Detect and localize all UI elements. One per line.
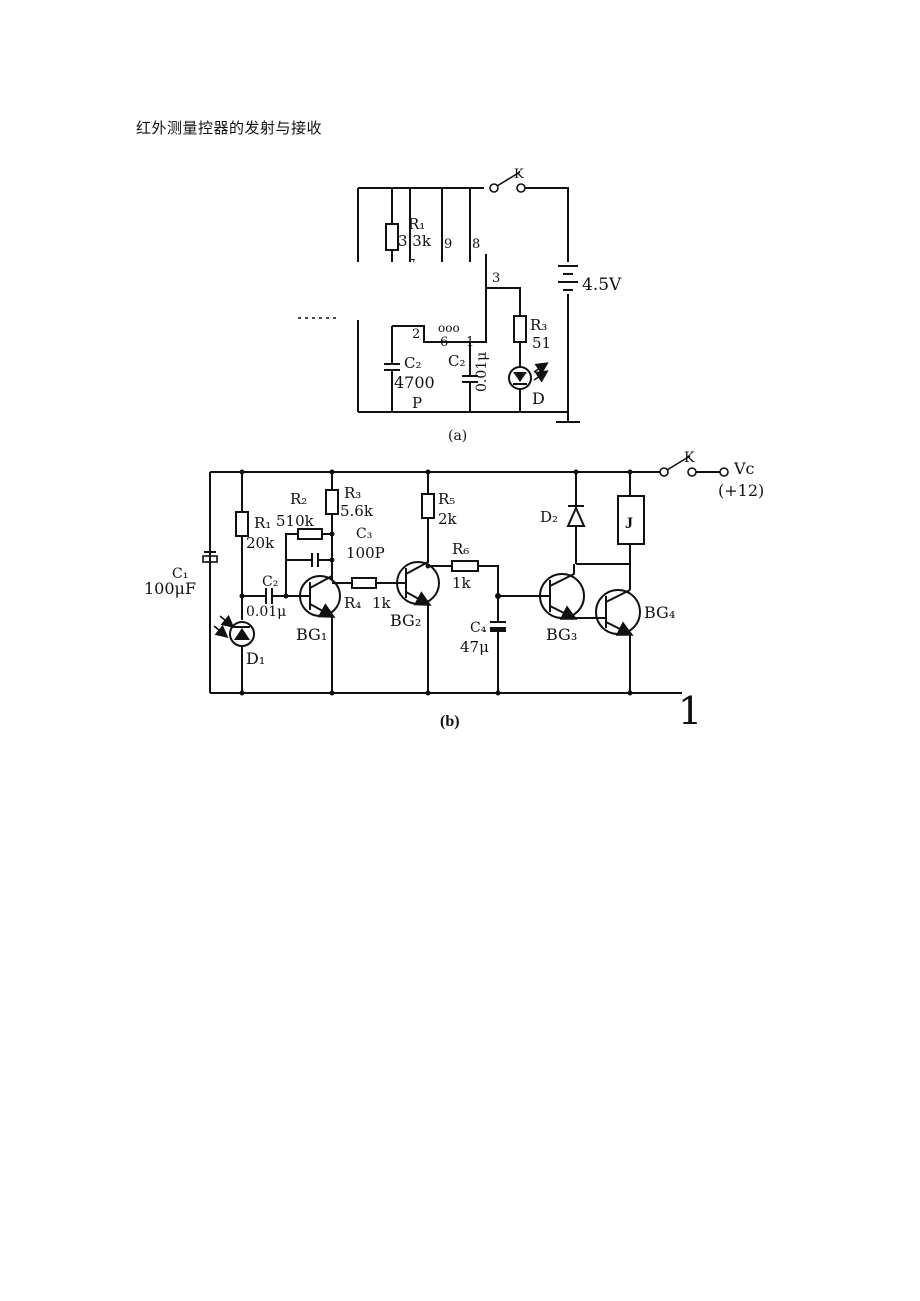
capacitor-c4-b: C₄ 47μ <box>460 596 506 693</box>
r5-name: R₅ <box>438 490 455 508</box>
resistor-r2-b: R₂ 510k <box>276 490 332 596</box>
switch-k-b-label: K <box>684 450 695 466</box>
transistor-bg4: BG₄ <box>595 589 675 693</box>
c3-value: 100P <box>346 544 385 562</box>
capacitor-c2-right-a: C₂ 0.01μ <box>448 342 490 412</box>
r1-b-name: R₁ <box>254 514 271 532</box>
r2-value: 510k <box>276 512 315 530</box>
r1-name: R₁ <box>408 215 425 233</box>
c2-left-name: C₂ <box>404 354 422 372</box>
page-number: 1 <box>678 689 702 733</box>
caption-a: (a) <box>448 428 467 444</box>
c4-name: C₄ <box>470 620 487 636</box>
bg1-label: BG₁ <box>296 625 327 644</box>
relay-j-b: J <box>617 472 645 590</box>
transistor-bg3: BG₃ <box>539 564 596 644</box>
switch-k-b: K Vc (+12) <box>659 450 764 500</box>
pin-3: 3 <box>492 271 500 286</box>
r1-value: 3.3k <box>398 232 432 250</box>
battery-a: 4.5V <box>558 198 622 412</box>
r1-b-value: 20k <box>246 534 275 552</box>
led-d-a: D <box>508 362 549 412</box>
r3-name: R₃ <box>530 316 547 334</box>
switch-k-a: K <box>489 167 569 198</box>
bg4-label: BG₄ <box>644 603 675 622</box>
circuit-a: K R₁ 3.3k 9 8 7 3 2 ooo 6 1 C₂ <box>298 167 622 444</box>
photodiode-d1-b: D₁ <box>213 614 265 693</box>
r4-value: 1k <box>372 594 392 612</box>
r3-value: 51 <box>532 334 551 352</box>
bg2-label: BG₂ <box>390 611 421 630</box>
c2-left-value-1: 4700 <box>394 373 435 392</box>
transistor-bg1: BG₁ <box>296 572 341 693</box>
resistor-r3-b: R₃ 5.6k <box>325 472 374 580</box>
c2-left-value-2: P <box>412 394 422 412</box>
vc-value: (+12) <box>718 481 764 500</box>
resistor-r5-b: R₅ 2k <box>421 472 458 548</box>
c4-value: 47μ <box>460 638 489 656</box>
capacitor-c2-left-a: C₂ 4700 P <box>384 326 435 412</box>
bg3-label: BG₃ <box>546 625 577 644</box>
c2-right-value: 0.01μ <box>474 352 490 392</box>
switch-k-label: K <box>514 167 524 182</box>
led-label: D <box>532 389 545 408</box>
caption-b: (b) <box>440 713 460 730</box>
pin-2: 2 <box>412 327 420 342</box>
r6-name: R₆ <box>452 540 469 558</box>
c2-b-value: 0.01μ <box>246 604 286 620</box>
document-title: 红外测量控器的发射与接收 <box>136 119 323 137</box>
capacitor-c2-b: C₂ 0.01μ <box>242 574 298 620</box>
battery-label: 4.5V <box>582 275 622 295</box>
pin-6: 6 <box>440 335 448 350</box>
d2-label: D₂ <box>540 508 558 526</box>
resistor-r1-b: R₁ 20k <box>235 472 275 620</box>
r4-name: R₄ <box>344 594 361 612</box>
resistor-r1-a: R₁ 3.3k <box>385 188 432 262</box>
c2-right-name: C₂ <box>448 352 466 370</box>
vc-label: Vc <box>733 459 755 478</box>
c2-b-name: C₂ <box>262 574 278 590</box>
pin-8: 8 <box>472 237 480 252</box>
diode-d2-b: D₂ <box>540 472 586 564</box>
r3-b-name: R₃ <box>344 484 361 502</box>
c1-value: 100μF <box>144 579 196 598</box>
pin-ooo: ooo <box>438 321 460 335</box>
r6-value: 1k <box>452 574 472 592</box>
r2-name: R₂ <box>290 490 307 508</box>
c3-name: C₃ <box>356 526 372 542</box>
r3-b-value: 5.6k <box>340 502 374 520</box>
circuit-b: K Vc (+12) C₁ 100μF R₁ 20k D₁ <box>144 450 764 730</box>
r5-value: 2k <box>438 510 458 528</box>
transistor-bg2: BG₂ <box>390 548 440 693</box>
capacitor-c3-b: C₃ 100P <box>286 526 385 567</box>
c1-name: C₁ <box>172 566 188 582</box>
relay-label: J <box>625 515 633 532</box>
resistor-r3-a: R₃ 51 <box>513 315 551 366</box>
d1-label: D₁ <box>246 649 265 668</box>
capacitor-c1-b: C₁ 100μF <box>144 551 218 598</box>
resistor-r4-b: R₄ 1k <box>332 577 396 612</box>
resistor-r6-b: R₆ 1k <box>428 540 499 596</box>
pin-9: 9 <box>444 237 452 252</box>
ic-whiteout <box>352 262 486 320</box>
